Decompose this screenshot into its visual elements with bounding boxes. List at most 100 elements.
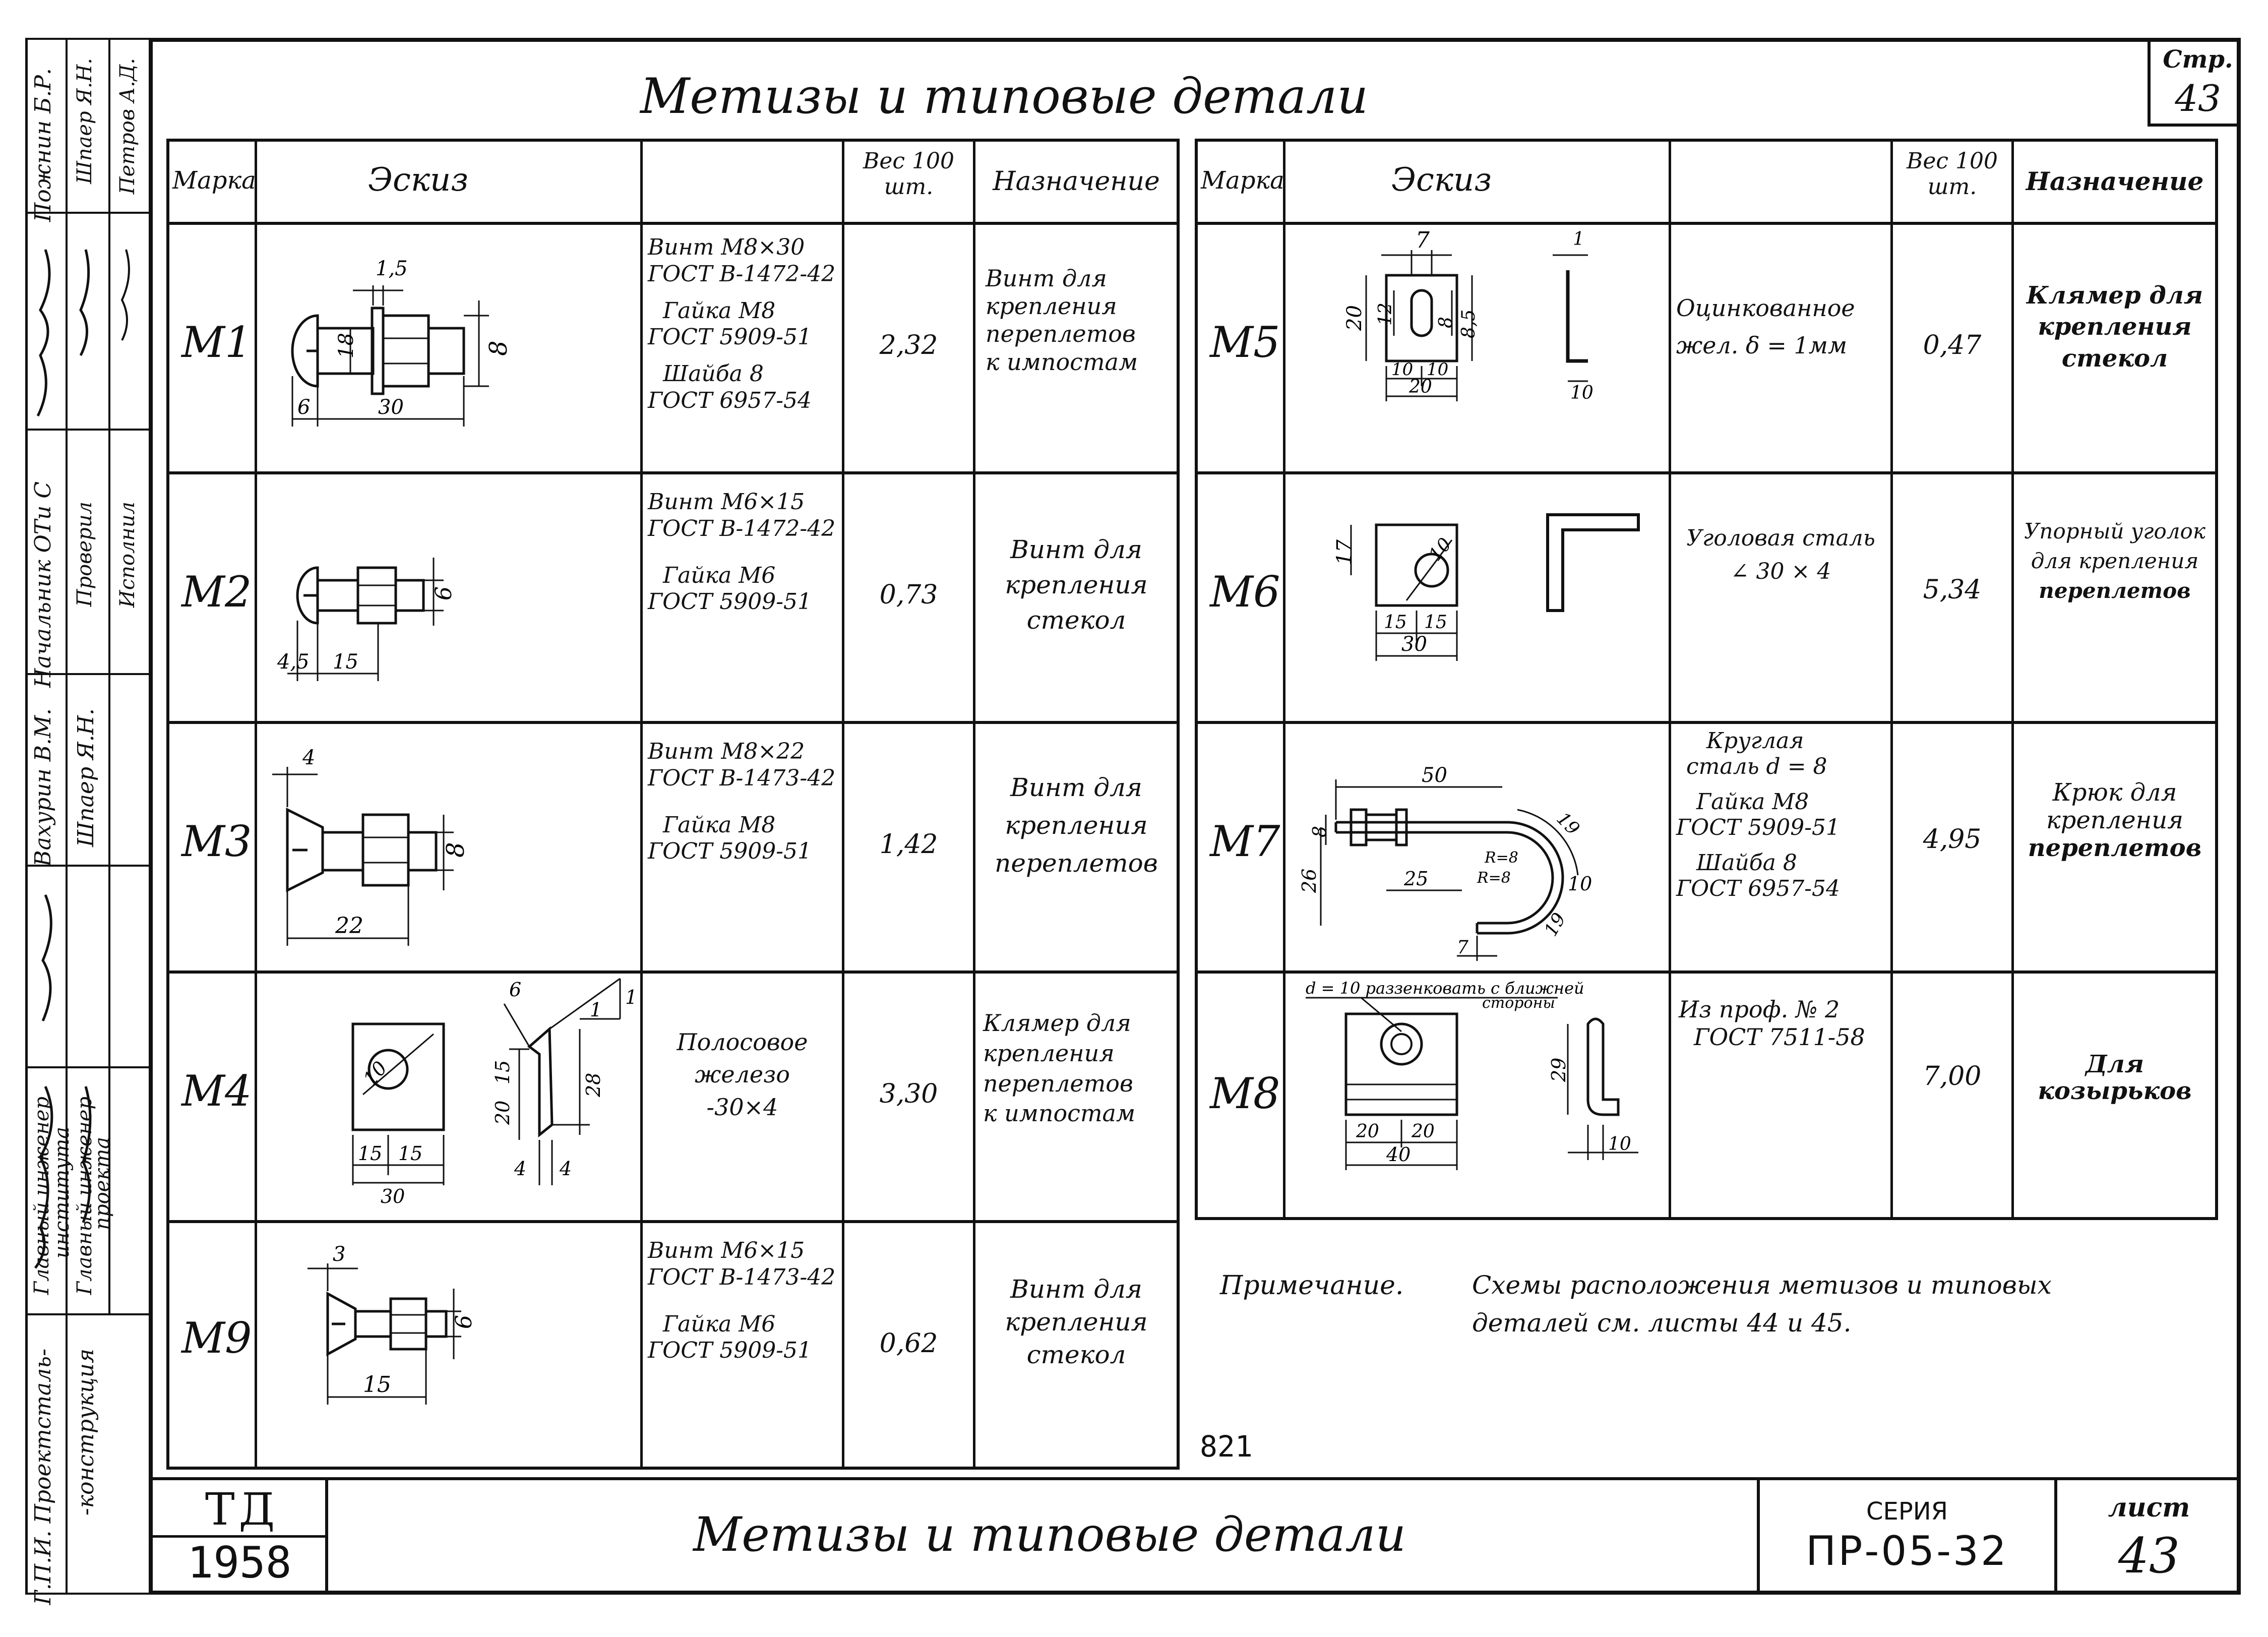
rt-row-m7-purpose: Крюк для крепления переплетов <box>2028 778 2202 863</box>
lt-row-m4-sketch: 10 15 15 30 6 1 1 15 20 28 4 4 <box>351 978 637 1207</box>
rt-m8-dim-5: 29 <box>1548 1058 1570 1082</box>
rt-row-m7-sketch: 50 8 26 25 19 R=8 R=8 10 19 7 <box>1298 764 1592 961</box>
rt-m8-dim-2: 20 <box>1356 1121 1379 1142</box>
lt-header-weight: Вес 100 шт. <box>863 148 954 200</box>
rt-m7-dim-8: 19 <box>1541 910 1570 940</box>
rt-m5-dim-6: 10 <box>1427 359 1448 380</box>
lt-m3-dim-1: 8 <box>442 842 470 858</box>
frame-left <box>149 38 153 1595</box>
lt-header-sketch: Эскиз <box>368 161 469 199</box>
lt-m4-dim-8: 20 <box>492 1101 514 1125</box>
lt-m1-dim-2: 8 <box>484 340 513 356</box>
rt-m5-dim-0: 7 <box>1416 227 1430 253</box>
lt-m3-dim-2: 22 <box>335 913 363 939</box>
lt-row-m4-mark: М4 <box>181 1066 252 1116</box>
lt-m4-dim-7: 15 <box>492 1060 514 1084</box>
rt-m6-dim-3: 15 <box>1424 612 1447 633</box>
rt-row-m8-purpose: Для козырьков <box>2038 1050 2192 1105</box>
signature-scribbles <box>34 249 130 1269</box>
lt-m2-dim-0: 6 <box>431 586 457 600</box>
lt-m4-dim-0: 10 <box>359 1057 392 1089</box>
rt-row-m5-mark: М5 <box>1210 318 1280 367</box>
rt-m7-dim-6: R=8 <box>1477 869 1511 887</box>
lt-row-m2-spec: Винт М6×15 ГОСТ В-1472-42 Гайка М6 ГОСТ … <box>648 489 836 615</box>
rt-m5-dim-5: 10 <box>1391 359 1413 380</box>
lt-m4-dim-10: 4 <box>514 1158 526 1180</box>
rt-m7-dim-5: R=8 <box>1484 849 1518 867</box>
page-number: 43 <box>2175 77 2221 119</box>
rt-m7-dim-7: 10 <box>1568 873 1592 895</box>
rt-m5-dim-4: 8,5 <box>1458 310 1479 338</box>
lt-m1-dim-0: 1,5 <box>376 257 408 280</box>
lt-row-m2-mark: М2 <box>181 567 252 617</box>
frame-bottom <box>149 1591 2241 1595</box>
rt-m5-dim-1: 20 <box>1343 305 1366 331</box>
rt-row-m5-weight: 0,47 <box>1923 330 1982 360</box>
lt-m1-dim-4: 30 <box>378 396 404 419</box>
lt-row-m2-weight: 0,73 <box>879 580 938 610</box>
lt-row-m9-spec: Винт М6×15 ГОСТ В-1473-42 Гайка М6 ГОСТ … <box>648 1238 836 1364</box>
rt-header-mark: Марка <box>1201 166 1284 195</box>
note-line-1: Схемы расположения метизов и типовых <box>1472 1270 2052 1300</box>
rt-row-m8-mark: М8 <box>1210 1069 1280 1118</box>
lt-m4-dim-2: 15 <box>398 1142 422 1165</box>
lt-row-m1-mark: М1 <box>181 318 252 367</box>
lt-m9-dim-1: 6 <box>451 1315 477 1329</box>
rt-m6-dim-1: 17 <box>1333 539 1356 565</box>
rt-m5-dim-7: 20 <box>1408 377 1432 397</box>
rt-row-m6-mark: М6 <box>1210 567 1280 617</box>
lt-row-m3-mark: М3 <box>181 817 252 866</box>
lt-m4-dim-3: 30 <box>381 1185 405 1207</box>
rt-row-m7-spec: Круглая сталь d = 8 Гайка М8 ГОСТ 5909-5… <box>1676 728 1841 901</box>
series-label: СЕРИЯ <box>1866 1497 1948 1526</box>
frame-top <box>149 38 2241 42</box>
lt-row-m3-sketch: 4 8 22 <box>272 746 470 946</box>
rt-row-m5-sketch: 7 20 12 8 8,5 10 10 20 1 10 <box>1343 227 1593 403</box>
left-table: Марка Эскиз Вес 100 шт. Назначение М1 1,… <box>166 139 1180 1470</box>
rt-row-m5-purpose: Клямер для крепления стекол <box>2026 281 2203 373</box>
rt-m7-dim-4: 19 <box>1552 808 1583 839</box>
lt-row-m2-purpose: Винт для крепления стекол <box>1005 535 1148 635</box>
lt-m3-dim-0: 4 <box>302 746 315 769</box>
lt-m4-dim-9: 28 <box>582 1073 604 1098</box>
stamp-number: 821 <box>1200 1429 1253 1464</box>
lt-m4-dim-4: 6 <box>509 979 521 1001</box>
note-line-2: деталей см. листы 44 и 45. <box>1472 1308 1852 1338</box>
rt-m5-dim-9: 10 <box>1570 383 1593 403</box>
rt-row-m7-mark: М7 <box>1210 817 1280 866</box>
rt-m6-dim-2: 15 <box>1384 612 1407 633</box>
title-block: ТД 1958 Метизы и типовые детали СЕРИЯ ПР… <box>149 1477 2241 1595</box>
lt-row-m1-weight: 2,32 <box>879 330 938 360</box>
lt-header-mark: Марка <box>172 166 256 195</box>
rt-row-m6-purpose: Упорный уголок для крепления переплетов <box>2024 519 2205 603</box>
rt-row-m8-weight: 7,00 <box>1923 1061 1982 1092</box>
lt-m4-dim-5: 1 <box>625 986 637 1008</box>
lt-row-m1-sketch: 1,5 18 8 6 30 <box>291 257 513 427</box>
page-box: Стр. 43 <box>2148 38 2241 127</box>
sheet-label: лист <box>2108 1492 2190 1523</box>
lt-row-m1-purpose: Винт для крепления переплетов к импостам <box>986 265 1138 376</box>
rt-row-m6-spec: Уголовая сталь ∠ 30 × 4 <box>1686 525 1875 584</box>
lt-m9-dim-2: 15 <box>363 1372 391 1398</box>
rt-m7-dim-3: 25 <box>1403 868 1428 890</box>
rt-m8-dim-6: 10 <box>1608 1134 1631 1155</box>
rt-m6-dim-4: 30 <box>1401 633 1427 656</box>
rt-m7-dim-2: 26 <box>1298 869 1320 893</box>
rt-m7-dim-9: 7 <box>1457 937 1468 958</box>
rt-row-m5-spec: Оцинкованное жел. δ = 1мм <box>1676 294 1855 359</box>
lt-row-m4-weight: 3,30 <box>879 1079 938 1109</box>
note-label: Примечание. <box>1220 1270 1404 1301</box>
lt-row-m9-mark: М9 <box>181 1313 252 1363</box>
lt-m4-dim-6: 1 <box>590 999 602 1021</box>
sheet-number: 43 <box>2118 1528 2180 1584</box>
title-block-title: Метизы и типовые детали <box>693 1507 1406 1562</box>
rt-row-m6-sketch: 10 17 15 15 30 <box>1333 513 1640 661</box>
rt-row-m6-weight: 5,34 <box>1923 575 1982 605</box>
lt-row-m9-weight: 0,62 <box>879 1328 938 1359</box>
lt-row-m9-sketch: 3 6 15 <box>308 1243 477 1405</box>
frame-right <box>2237 38 2241 1595</box>
lt-m4-dim-1: 15 <box>358 1142 382 1165</box>
lt-m1-dim-1: 18 <box>335 333 358 358</box>
rt-header-weight: Вес 100 шт. <box>1907 148 1998 200</box>
right-table: Марка Эскиз Вес 100 шт. Назначение М5 7 … <box>1195 139 2218 1220</box>
